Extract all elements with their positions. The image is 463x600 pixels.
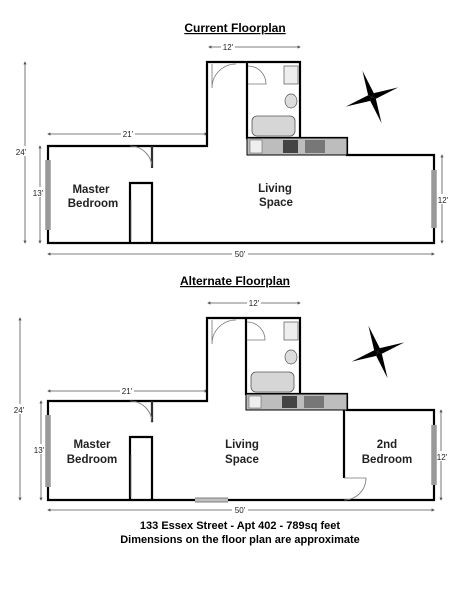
alt-entry-door-swing xyxy=(211,319,237,345)
living-space-label-line2: Space xyxy=(259,197,293,209)
alternate-floorplan: Alternate Floorplan 12' 21' 24' 13' 12' … xyxy=(12,274,449,515)
alt-left-width-label: 21' xyxy=(122,387,133,396)
living-height-label: 12' xyxy=(438,196,449,205)
bath-width-label: 12' xyxy=(223,43,234,52)
alternate-floorplan-title: Alternate Floorplan xyxy=(180,274,290,288)
alt-second-bedroom-height-label: 12' xyxy=(437,453,448,462)
left-width-label: 21' xyxy=(123,130,134,139)
second-bedroom-door-swing xyxy=(343,477,367,501)
alt-closet-partition xyxy=(128,435,154,500)
bathtub-icon xyxy=(251,115,296,137)
total-width-label: 50' xyxy=(235,250,246,259)
bath-door-swing xyxy=(247,65,267,85)
alt-master-bedroom-label-line2: Bedroom xyxy=(67,454,117,466)
alt-living-space-label-line2: Space xyxy=(225,454,259,466)
living-space-label-line1: Living xyxy=(258,183,292,195)
alt-fridge-icon xyxy=(248,395,262,409)
alt-bath-width-label: 12' xyxy=(249,299,260,308)
total-height-label: 24' xyxy=(16,148,27,157)
address-line: 133 Essex Street - Apt 402 - 789sq feet xyxy=(140,520,340,532)
sink-icon xyxy=(283,65,299,85)
compass-icon xyxy=(345,70,399,124)
master-bedroom-label-line2: Bedroom xyxy=(68,198,118,210)
closet-partition xyxy=(128,181,154,243)
alt-compass-icon xyxy=(351,325,405,379)
second-bedroom-label-line2: Bedroom xyxy=(362,454,412,466)
alt-kitchen-sink-icon xyxy=(304,396,324,408)
alt-stove-icon xyxy=(282,396,297,408)
bedroom-door-swing xyxy=(129,145,153,169)
alt-total-width-label: 50' xyxy=(235,506,246,515)
current-floorplan-title: Current Floorplan xyxy=(184,21,285,35)
alt-sink-icon xyxy=(283,321,299,341)
alt-master-bedroom-label-line1: Master xyxy=(73,439,111,451)
second-bedroom-label-line1: 2nd xyxy=(377,439,397,451)
entry-door-swing xyxy=(211,63,237,89)
disclaimer-line: Dimensions on the floor plan are approxi… xyxy=(120,534,360,546)
alt-bathtub-icon xyxy=(250,371,295,393)
fridge-icon xyxy=(249,139,263,154)
alt-living-space-label-line1: Living xyxy=(225,439,259,451)
stove-icon xyxy=(283,140,298,153)
outer-walls xyxy=(46,60,436,245)
toilet-icon xyxy=(284,93,298,109)
bedroom-height-label: 13' xyxy=(33,189,44,198)
alt-bedroom-door-swing xyxy=(129,400,153,424)
alt-total-height-label: 24' xyxy=(14,406,25,415)
master-bedroom-label-line1: Master xyxy=(72,184,110,196)
current-floorplan: Current Floorplan 12' 21' 24' 13' 12' 50… xyxy=(14,21,450,259)
alt-bedroom-height-label: 13' xyxy=(34,446,45,455)
kitchen-sink-icon xyxy=(305,140,325,153)
alt-bath-door-swing xyxy=(246,321,266,341)
alt-toilet-icon xyxy=(284,349,298,365)
